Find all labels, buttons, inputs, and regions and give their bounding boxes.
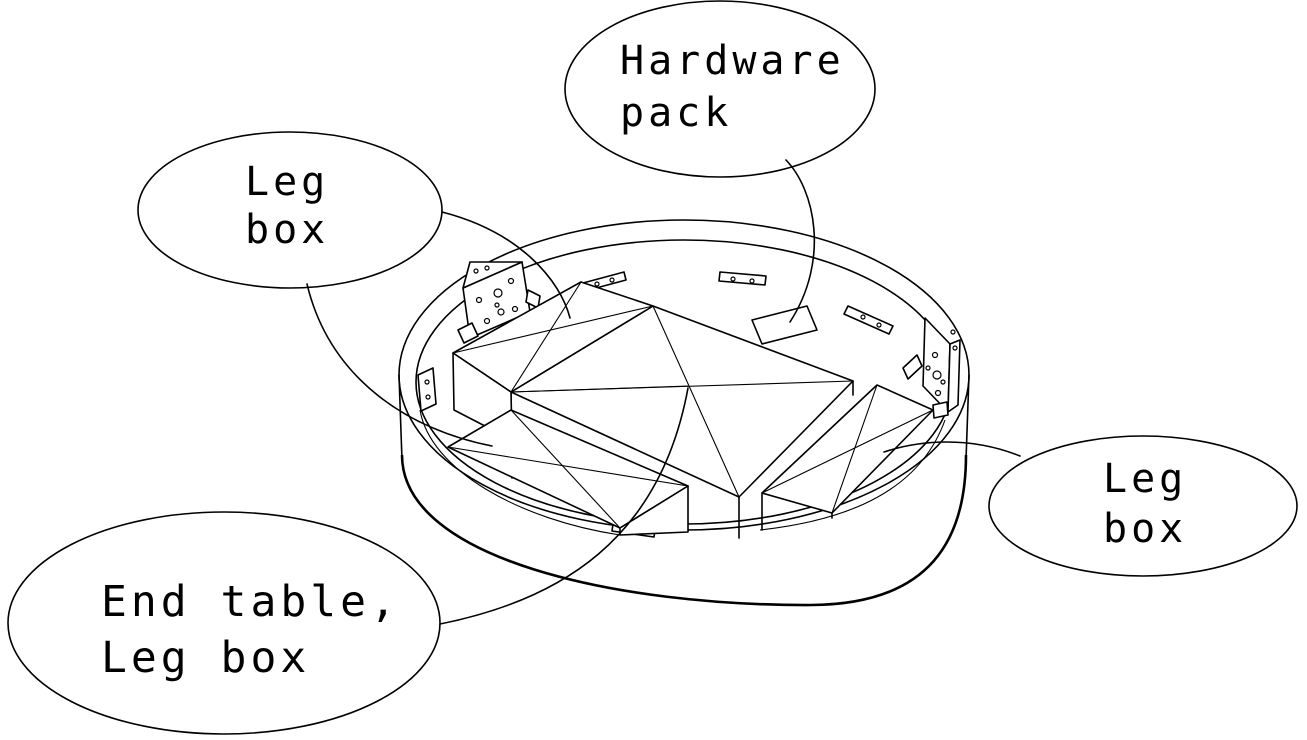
callout-end-table: End table, Leg box bbox=[7, 511, 441, 735]
leader-line-leg-box-right bbox=[883, 441, 1021, 457]
callout-leg-box-left-line1: Leg bbox=[245, 159, 329, 205]
leader-line-leg-box-left bbox=[441, 211, 571, 319]
leg-box-right bbox=[761, 384, 934, 531]
callout-leg-box-right-line2: box bbox=[1103, 506, 1187, 552]
leader-line-end-table-left bbox=[306, 283, 493, 447]
callout-hardware-pack-line1: Hardware bbox=[620, 38, 845, 84]
hardware-pack-box bbox=[751, 305, 818, 345]
callout-leg-box-left: Leg box bbox=[137, 131, 443, 289]
callout-hardware-pack: Hardware pack bbox=[564, 0, 876, 178]
callout-leg-box-right: Leg box bbox=[988, 435, 1298, 577]
leader-line-hardware-pack bbox=[785, 159, 816, 323]
callout-end-table-line1: End table, bbox=[101, 577, 400, 627]
callout-leg-box-left-line2: box bbox=[245, 207, 329, 253]
rim-bracket bbox=[718, 271, 767, 286]
callout-hardware-pack-line2: pack bbox=[620, 90, 732, 136]
rim-bracket bbox=[843, 305, 894, 335]
leader-line-end-table bbox=[439, 387, 689, 625]
rim-bracket bbox=[417, 367, 437, 412]
callout-leg-box-right-line1: Leg bbox=[1103, 456, 1187, 502]
leg-box-front-left bbox=[447, 409, 689, 536]
leg-mounting-plate-right bbox=[902, 317, 961, 419]
callout-end-table-line2: Leg box bbox=[101, 633, 310, 683]
